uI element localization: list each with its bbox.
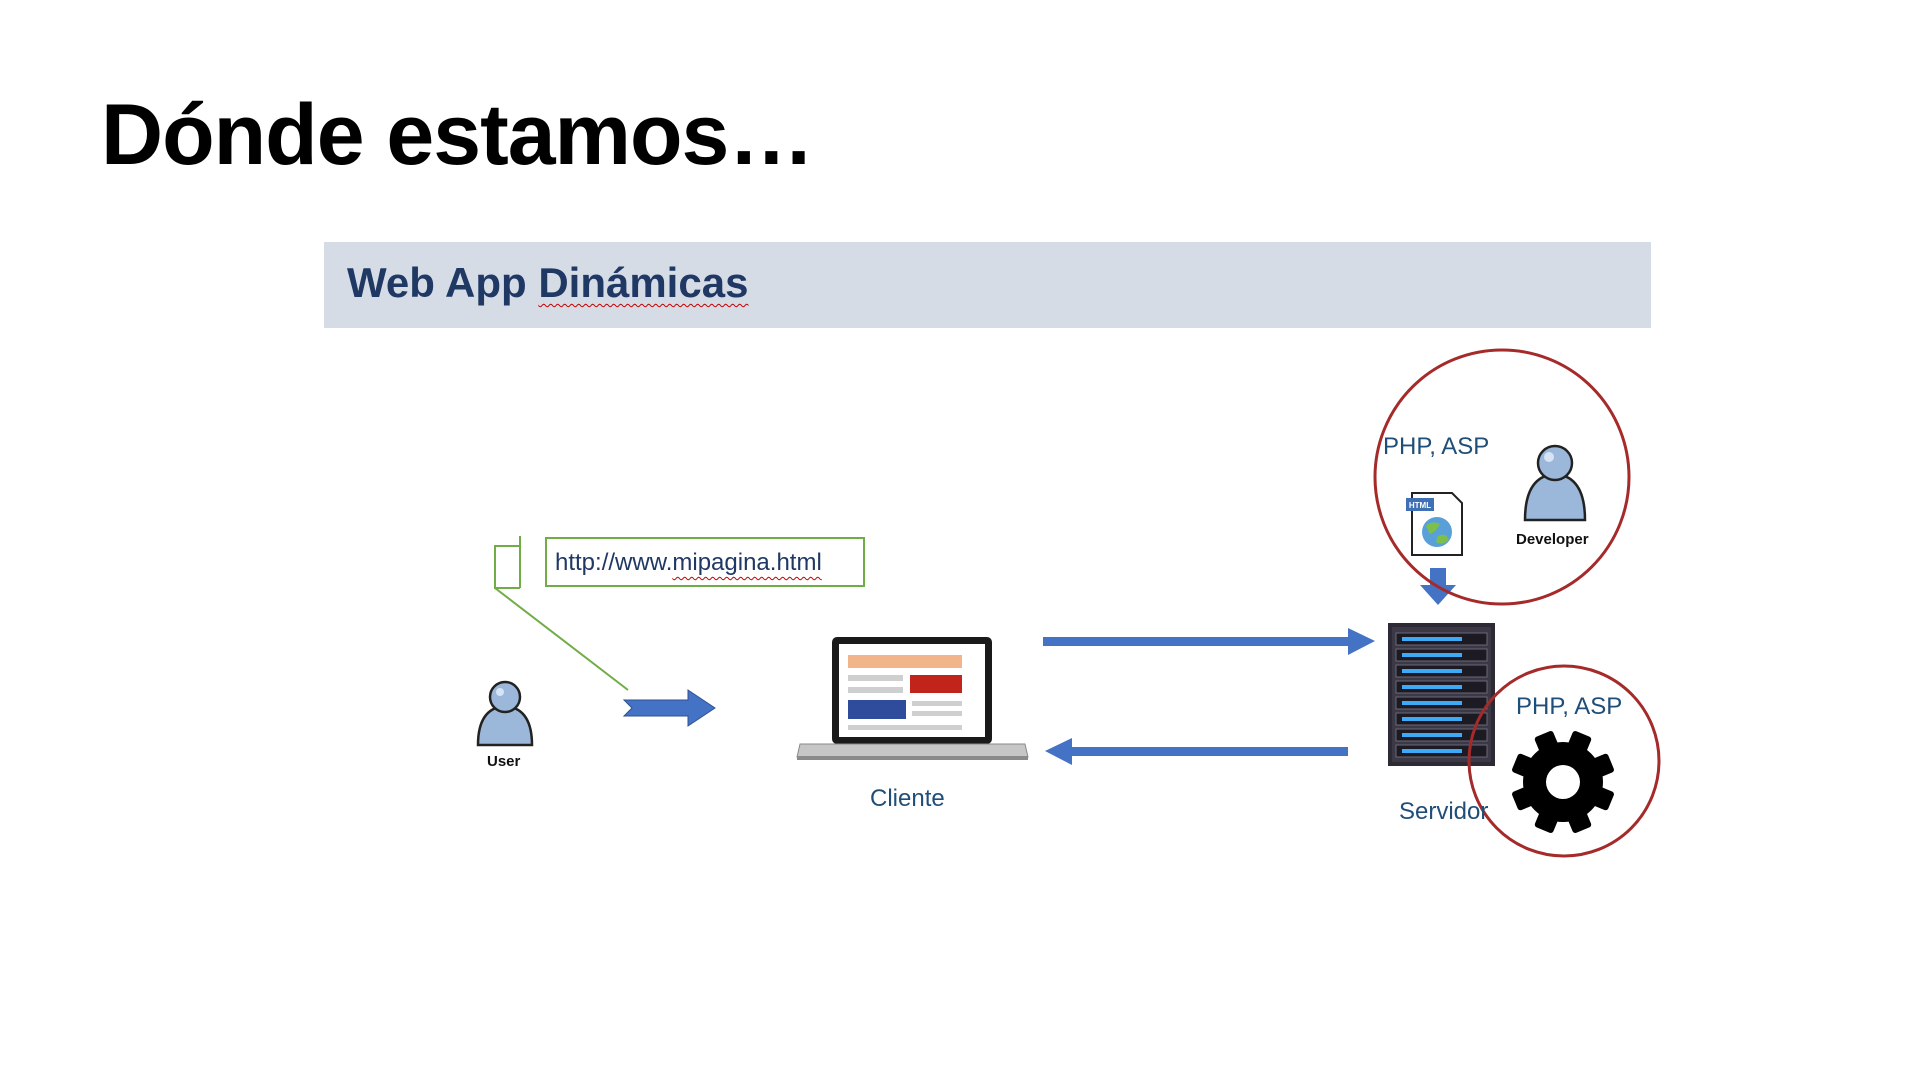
server-units: [1395, 632, 1488, 758]
gear-icon: [1512, 731, 1614, 833]
server-unit-light: [1402, 685, 1462, 689]
url-part1: http://www.: [555, 549, 673, 576]
response-arrow: [1045, 738, 1348, 765]
request-arrow: [1043, 628, 1375, 655]
server-icon: [1388, 623, 1495, 766]
banner-title-part1: Web App: [347, 259, 539, 306]
server-unit-light: [1402, 749, 1462, 753]
section-banner: Web App Dinámicas: [324, 242, 1651, 328]
developer-tech-label: PHP, ASP: [1383, 433, 1490, 460]
slide-title: Dónde estamos…: [101, 87, 814, 183]
server-unit-light: [1402, 717, 1462, 721]
banner-title-part2: Dinámicas: [538, 259, 749, 306]
server-unit-light: [1402, 669, 1462, 673]
server-unit-light: [1402, 733, 1462, 737]
server-label: Servidor: [1399, 798, 1489, 825]
html-badge: HTML: [1409, 501, 1431, 510]
callout-connector: [494, 536, 629, 691]
user-label: User: [487, 753, 521, 770]
html-file-icon: HTML: [1406, 492, 1463, 556]
user-icon: [476, 680, 534, 747]
banner-title: Web App Dinámicas: [347, 262, 748, 304]
laptop-icon: [796, 637, 1029, 760]
url-callout: http://www.mipagina.html: [545, 537, 865, 587]
server-unit-light: [1402, 701, 1462, 705]
server-unit-light: [1402, 653, 1462, 657]
server-highlight-circle: [1467, 664, 1661, 858]
developer-icon: [1523, 444, 1587, 522]
server-unit-light: [1402, 637, 1462, 641]
input-arrow: [622, 689, 716, 727]
developer-label: Developer: [1516, 531, 1589, 548]
client-label: Cliente: [870, 785, 945, 812]
developer-highlight-circle: [1373, 348, 1631, 606]
server-tech-label: PHP, ASP: [1516, 693, 1623, 720]
url-text: http://www.mipagina.html: [555, 549, 822, 577]
url-part2: mipagina.html: [672, 549, 822, 576]
